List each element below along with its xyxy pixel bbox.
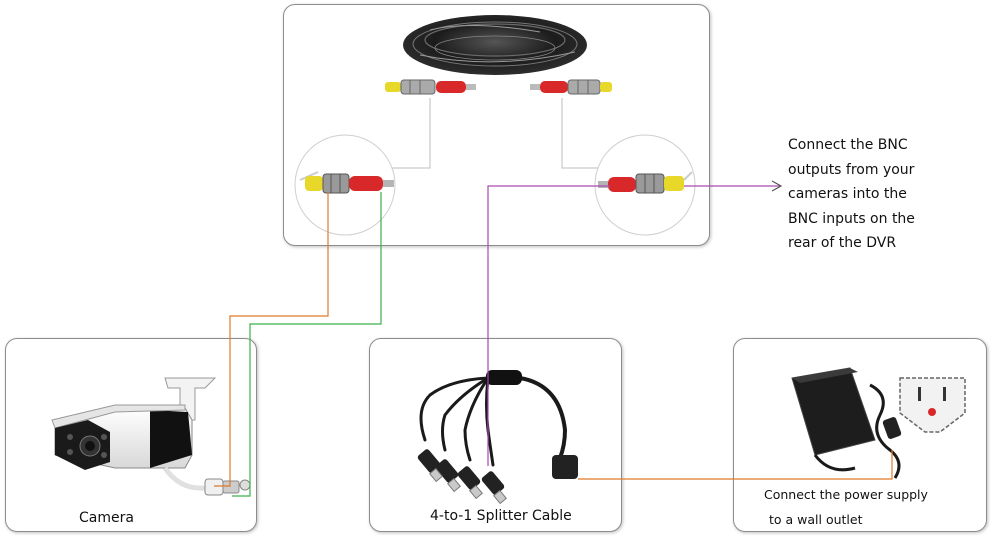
arrow-right-icon [771,180,783,192]
splitter-label: 4-to-1 Splitter Cable [430,508,572,524]
splitter-female-jack-icon [552,455,578,479]
note-line: cameras into the [788,186,907,202]
wall-outlet-icon [899,377,966,433]
left-bnc-closeup-icon [294,134,396,236]
note-line: rear of the DVR [788,235,897,251]
note-line: BNC inputs on the [788,210,915,227]
supply-connection-line [578,450,893,480]
splitter-connection-line [487,185,610,466]
right-bnc-closeup-icon [594,134,696,236]
splitter-cable-icon [419,376,568,467]
cable-coil-icon [403,15,587,75]
note-line: Connect the BNC [788,137,908,153]
power-adapter-icon [791,367,902,479]
dvr-instruction-note: Connect the BNC outputs from your camera… [788,133,968,256]
splitter-junction-icon [486,370,522,385]
bullet-camera-icon [51,377,251,496]
camera-label: Camera [79,510,134,526]
power-connection-line [232,192,382,497]
top-right-connector-pair-icon [530,79,612,95]
note-line: outputs from your [788,161,915,178]
power-instruction-line-1: Connect the power supply [764,487,928,502]
splitter-plugs-icon [417,449,505,495]
video-connection-line [214,192,329,487]
power-instruction-line-2: to a wall outlet [769,512,863,527]
top-left-connector-pair-icon [385,79,476,95]
